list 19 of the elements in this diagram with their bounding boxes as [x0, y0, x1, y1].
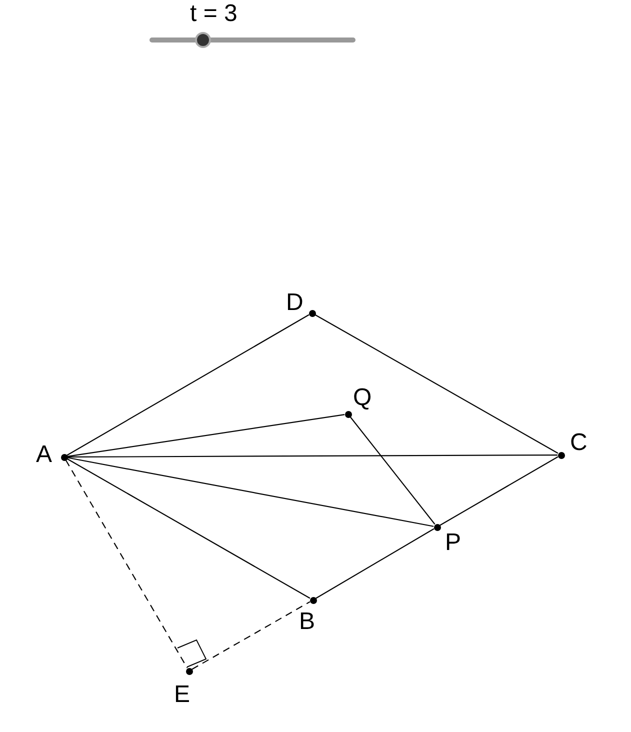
point-label: Q [353, 386, 372, 410]
dashed-line [65, 460, 188, 668]
dashed-line [192, 601, 310, 670]
point-label: P [445, 531, 462, 555]
point-label: C [570, 431, 588, 455]
line-segment [66, 458, 310, 599]
point-label: D [286, 291, 304, 315]
line-segment [440, 456, 558, 526]
point-label: B [299, 610, 316, 634]
line-segment [67, 457, 434, 527]
line-segment [316, 528, 434, 599]
slider-value-label: t = 3 [190, 2, 238, 26]
line-segment [68, 454, 558, 458]
line-segment [67, 414, 345, 458]
point-label: E [174, 683, 190, 707]
line-segment [66, 314, 310, 456]
point-label: A [36, 443, 52, 467]
line-segment [350, 416, 436, 525]
line-segment [314, 314, 558, 454]
